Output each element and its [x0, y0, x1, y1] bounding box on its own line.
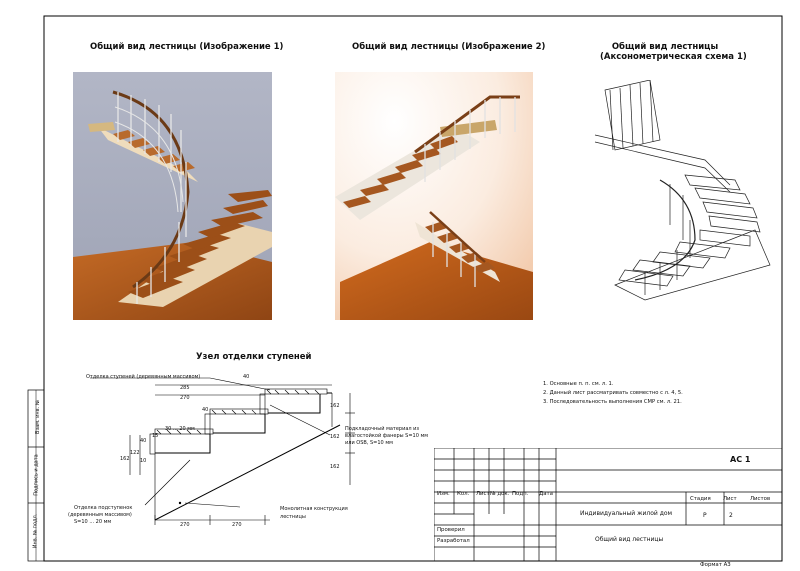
dim-40-mid: 40 [202, 407, 209, 413]
tb-sheet: 2 [729, 512, 733, 519]
tb-sheet-name: Общий вид лестницы [595, 536, 664, 543]
tb-sheet-label: Лист [723, 496, 737, 502]
tb-stage-label: Стадия [690, 496, 711, 502]
note-3: 3. Последовательность выполнения СМР см.… [543, 399, 682, 405]
tb-stage: Р [703, 512, 707, 519]
tb-h-doc: № док. [490, 491, 510, 497]
side-stamp-row2: Подпись и дата [33, 454, 40, 496]
side-stamp-row3: Инв. № подл. [32, 513, 39, 549]
side-stamp-row1: Взам. инв. № [34, 400, 41, 434]
dim-270-b1: 270 [180, 522, 190, 528]
tb-sheets-label: Листов [750, 496, 771, 502]
view1-title: Общий вид лестницы (Изображение 1) [90, 42, 284, 52]
label-riser-finish-2: (деревянным массивом) [68, 512, 132, 518]
label-riser-finish-1: Отделка подступенок [74, 505, 133, 511]
note-2: 2. Данный лист рассматривать совместно с… [543, 390, 683, 396]
label-underlay-3: или OSB, S=10 мм [345, 440, 393, 446]
stair-render-1 [73, 72, 272, 320]
dim-122: 122 [130, 450, 140, 456]
label-mono-2: лестницы [280, 514, 306, 520]
tb-h-list: Лист [476, 491, 490, 497]
view3-title-line2: (Аксонометрическая схема 1) [600, 52, 747, 62]
dim-162-d: 162 [330, 464, 340, 470]
view3-title-line1: Общий вид лестницы [611, 42, 719, 52]
dim-15: 15 [152, 433, 159, 439]
tb-h-data: Дата [539, 491, 553, 497]
dim-40-left: 40 [140, 438, 147, 444]
stair-render-2 [335, 72, 533, 320]
dim-30-range: 30 ... 20 мм [165, 426, 195, 432]
label-step-finish: Отделка ступеней (деревянным массивом) [86, 374, 201, 380]
dim-162-a: 162 [120, 456, 130, 462]
label-mono-1: Монолитная конструкция [280, 506, 348, 512]
tb-project: Индивидуальный жилой дом [580, 510, 673, 517]
detail-drawing [90, 377, 355, 525]
dim-162-c: 162 [330, 434, 340, 440]
label-underlay-1: Подкладочный материал из [345, 426, 420, 432]
label-underlay-2: влагостойкой фанеры S=10 мм [345, 433, 429, 439]
view2-title: Общий вид лестницы (Изображение 2) [352, 42, 546, 52]
label-riser-finish-3: S=10 ... 20 мм [74, 519, 112, 525]
stair-axonometric [585, 80, 775, 305]
tb-h-kol: Кол. [457, 491, 470, 497]
tb-format: Формат А3 [700, 562, 731, 568]
tb-h-izm: Изм. [437, 491, 450, 497]
tb-h-podp: Подп. [512, 491, 529, 497]
dim-10: 10 [140, 458, 147, 464]
detail-title: Узел отделки ступеней [196, 352, 312, 362]
dim-285: 285 [180, 385, 190, 391]
note-1: 1. Основные п. п. см. л. 1. [543, 381, 614, 387]
title-block [434, 448, 782, 561]
tb-checked: Проверил [437, 527, 465, 533]
sheet-code: АС 1 [730, 455, 751, 464]
dim-40-top: 40 [243, 374, 250, 380]
tb-developed: Разработал [437, 538, 470, 544]
dim-270-top: 270 [180, 395, 190, 401]
dim-270-b2: 270 [232, 522, 242, 528]
dim-162-b: 162 [330, 403, 340, 409]
